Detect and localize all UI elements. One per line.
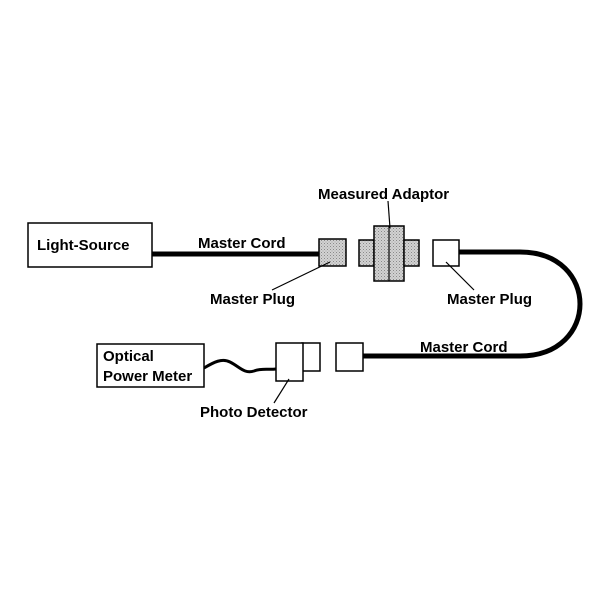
photo-detector-leader <box>273 378 290 404</box>
adaptor-sleeve-right <box>403 239 420 267</box>
master-cord-bottom-label: Master Cord <box>420 339 508 356</box>
master-plug-bottom <box>335 342 364 372</box>
light-source-box <box>27 222 153 268</box>
photo-detector-body <box>275 342 304 382</box>
detector-wire <box>203 358 277 374</box>
measured-adaptor-label: Measured Adaptor <box>318 186 449 203</box>
master-cord-loop <box>363 249 583 359</box>
adaptor-sleeve-left <box>358 239 375 267</box>
master-plug-left-leader <box>271 261 331 291</box>
master-plug-right-label: Master Plug <box>447 291 532 308</box>
master-cord-top-label: Master Cord <box>198 235 286 252</box>
optical-power-meter-label-line1: Optical <box>103 348 154 365</box>
adaptor-leader <box>387 200 391 229</box>
master-plug-right-leader <box>445 261 475 291</box>
photo-detector-front <box>301 342 321 372</box>
optical-power-meter-box <box>96 343 205 388</box>
light-source-label: Light-Source <box>37 237 130 254</box>
master-plug-right <box>432 239 460 267</box>
master-plug-left <box>318 238 347 267</box>
photo-detector-label: Photo Detector <box>200 404 308 421</box>
master-plug-left-label: Master Plug <box>210 291 295 308</box>
optical-power-meter-label-line2: Power Meter <box>103 368 192 385</box>
